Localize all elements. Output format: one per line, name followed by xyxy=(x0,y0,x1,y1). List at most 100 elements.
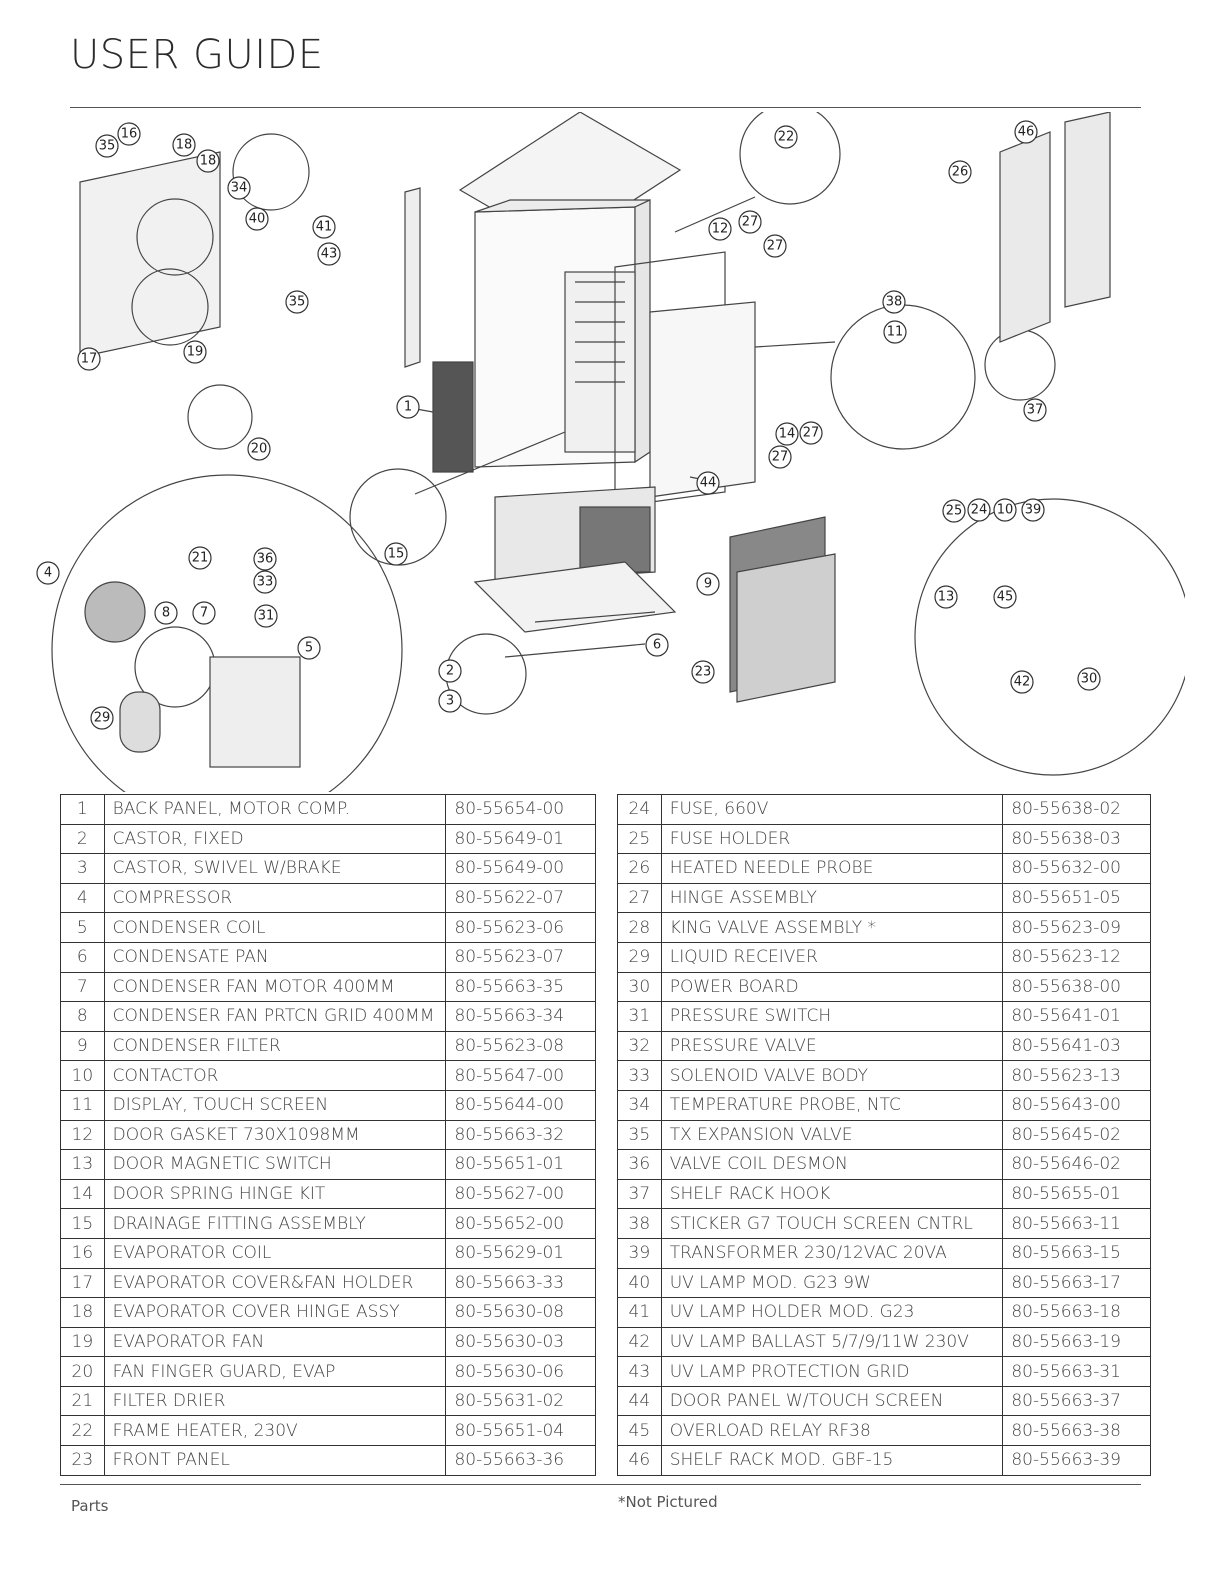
part-code: 80-55646-02 xyxy=(1002,1149,1151,1180)
svg-text:34: 34 xyxy=(231,181,248,196)
callout-27b: 27 xyxy=(763,234,787,258)
svg-text:35: 35 xyxy=(289,295,306,310)
part-number-index: 19 xyxy=(60,1326,105,1358)
part-code: 80-55630-08 xyxy=(445,1297,596,1328)
part-description: EVAPORATOR COVER&FAN HOLDER xyxy=(103,1267,447,1299)
callout-10: 10 xyxy=(993,498,1017,522)
part-number-index: 37 xyxy=(617,1178,662,1210)
svg-text:16: 16 xyxy=(121,127,138,142)
svg-text:12: 12 xyxy=(712,222,729,237)
svg-text:33: 33 xyxy=(257,575,274,590)
svg-text:42: 42 xyxy=(1014,675,1031,690)
callout-33: 33 xyxy=(253,570,277,594)
part-number-index: 22 xyxy=(60,1415,105,1447)
svg-text:43: 43 xyxy=(321,247,338,262)
part-code: 80-55623-13 xyxy=(1002,1060,1151,1091)
part-description: VALVE COIL DESMON xyxy=(660,1149,1004,1180)
part-description: EVAPORATOR FAN xyxy=(103,1326,447,1358)
part-number-index: 18 xyxy=(60,1297,105,1328)
part-number-index: 29 xyxy=(617,941,662,973)
callout-19: 19 xyxy=(183,340,207,364)
part-code: 80-55651-01 xyxy=(445,1149,596,1180)
callout-6: 6 xyxy=(645,633,669,657)
part-code: 80-55663-38 xyxy=(1002,1415,1151,1447)
svg-text:27: 27 xyxy=(772,450,789,465)
svg-text:38: 38 xyxy=(886,295,903,310)
svg-text:15: 15 xyxy=(388,547,405,562)
part-number-index: 41 xyxy=(617,1297,662,1328)
part-code: 80-55663-11 xyxy=(1002,1208,1151,1239)
part-number-index: 38 xyxy=(617,1208,662,1239)
callout-23: 23 xyxy=(691,660,715,684)
part-description: UV LAMP PROTECTION GRID xyxy=(660,1356,1004,1387)
part-code: 80-55638-02 xyxy=(1002,794,1151,825)
svg-text:24: 24 xyxy=(971,503,988,518)
part-description: SHELF RACK HOOK xyxy=(660,1178,1004,1210)
part-code: 80-55663-31 xyxy=(1002,1356,1151,1387)
callout-35a: 35 xyxy=(95,134,119,158)
callout-20: 20 xyxy=(247,437,271,461)
svg-text:18: 18 xyxy=(176,138,193,153)
callout-15: 15 xyxy=(384,542,408,566)
part-number-index: 44 xyxy=(617,1385,662,1417)
part-code: 80-55663-35 xyxy=(445,971,596,1003)
svg-text:2: 2 xyxy=(446,664,454,679)
part-code: 80-55630-03 xyxy=(445,1326,596,1358)
callout-46: 46 xyxy=(1014,120,1038,144)
callout-27d: 27 xyxy=(768,445,792,469)
svg-text:46: 46 xyxy=(1018,125,1035,140)
part-description: PRESSURE SWITCH xyxy=(660,1001,1004,1032)
part-number-index: 30 xyxy=(617,971,662,1003)
part-number-index: 36 xyxy=(617,1149,662,1180)
part-code: 80-55663-36 xyxy=(445,1445,596,1476)
part-description: CASTOR, SWIVEL W/BRAKE xyxy=(103,853,447,884)
part-code: 80-55631-02 xyxy=(445,1385,596,1417)
callout-11: 11 xyxy=(883,320,907,344)
page-title: USER GUIDE xyxy=(70,32,324,78)
part-code: 80-55663-39 xyxy=(1002,1445,1151,1476)
part-code: 80-55663-32 xyxy=(445,1119,596,1151)
footer-rule xyxy=(60,1484,1141,1485)
part-code: 80-55622-07 xyxy=(445,882,596,914)
svg-text:36: 36 xyxy=(257,552,274,567)
callout-44: 44 xyxy=(696,471,720,495)
part-description: LIQUID RECEIVER xyxy=(660,941,1004,973)
part-description: UV LAMP BALLAST 5/7/9/11W 230V xyxy=(660,1326,1004,1358)
svg-text:9: 9 xyxy=(704,577,712,592)
part-description: DRAINAGE FITTING ASSEMBLY xyxy=(103,1208,447,1239)
part-code: 80-55663-34 xyxy=(445,1001,596,1032)
svg-text:35: 35 xyxy=(99,139,116,154)
part-number-index: 3 xyxy=(60,853,105,884)
part-description: OVERLOAD RELAY RF38 xyxy=(660,1415,1004,1447)
part-description: HEATED NEEDLE PROBE xyxy=(660,853,1004,884)
part-code: 80-55652-00 xyxy=(445,1208,596,1239)
svg-text:21: 21 xyxy=(192,551,209,566)
part-number-index: 40 xyxy=(617,1267,662,1299)
callout-30: 30 xyxy=(1077,667,1101,691)
part-code: 80-55663-19 xyxy=(1002,1326,1151,1358)
part-number-index: 13 xyxy=(60,1149,105,1180)
part-code: 80-55623-06 xyxy=(445,912,596,943)
part-number-index: 26 xyxy=(617,853,662,884)
callout-25: 25 xyxy=(942,499,966,523)
part-number-index: 21 xyxy=(60,1385,105,1417)
svg-text:4: 4 xyxy=(44,566,52,581)
callout-27a: 27 xyxy=(738,210,762,234)
